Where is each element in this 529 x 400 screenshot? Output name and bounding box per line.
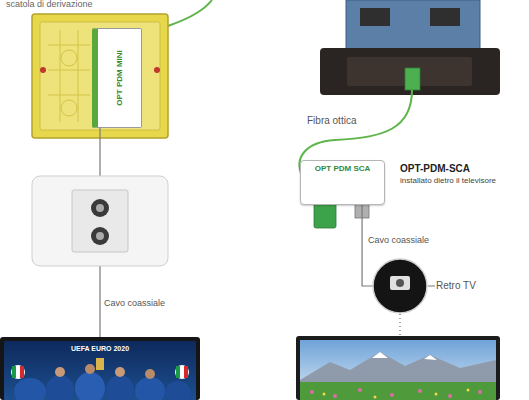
flower [418, 389, 422, 393]
coax-socket [91, 227, 109, 245]
snow-cap [424, 355, 437, 360]
snow-cap [372, 352, 388, 358]
callout-label: Retro TV [436, 280, 476, 291]
knockout-grid [48, 30, 90, 122]
box-terminal [360, 8, 390, 26]
knockout-circle [61, 100, 77, 116]
meadow [300, 382, 496, 400]
flowers [310, 388, 482, 398]
edge-label: Cavo coassiale [104, 299, 165, 309]
head [85, 364, 95, 374]
circle-outline [372, 258, 428, 314]
flower [358, 388, 362, 392]
flower [374, 396, 377, 399]
flag-badge [11, 365, 25, 379]
player [46, 375, 74, 400]
player [135, 377, 165, 400]
socket-module [72, 190, 128, 252]
grid-line [48, 95, 90, 96]
box-terminal [430, 8, 460, 26]
flower [333, 394, 337, 398]
flower [435, 393, 438, 396]
fiber-socket [405, 68, 420, 90]
callout-circle: Retro TV [372, 258, 428, 314]
converter-device: OPT PDM SCA [300, 160, 385, 205]
dotted-line [399, 314, 400, 336]
player [14, 378, 46, 400]
mountains [300, 352, 496, 385]
flower [448, 394, 452, 398]
cable-label: Fibra ottica [307, 115, 356, 126]
cable-connector [362, 205, 373, 286]
flag-stripe [176, 366, 180, 378]
grid-line [60, 30, 61, 122]
flag-badge [175, 365, 189, 379]
player [106, 375, 134, 400]
device-label: OPT PDM MINI [115, 50, 124, 106]
product-note: installato dietro il televisore [400, 177, 496, 186]
device-label: OPT PDM SCA [315, 165, 371, 174]
coax-pin [96, 232, 104, 240]
junction-box-inner [40, 22, 160, 130]
junction-box [32, 14, 168, 138]
coax-socket [91, 199, 109, 217]
product-code: OPT-PDM-SCA [400, 163, 470, 174]
knockout-circle [61, 50, 77, 66]
coax-pin [96, 204, 104, 212]
grid-line [78, 30, 79, 122]
television: UEFA EURO 2020 [0, 337, 200, 400]
grid-line [48, 70, 90, 71]
player [165, 381, 191, 400]
flower [390, 393, 394, 397]
flush-box [346, 0, 480, 54]
screw [40, 67, 46, 73]
crowd-picture [11, 358, 191, 400]
flower [467, 389, 470, 392]
trophy [96, 358, 104, 370]
tv-frame [296, 336, 500, 400]
flag-stripe [20, 366, 24, 378]
player [75, 372, 105, 400]
flag-stripe [184, 366, 188, 378]
edge-label: Cavo coassiale [368, 236, 429, 246]
flower [323, 393, 326, 396]
grid-line [48, 45, 90, 46]
cover-frame [320, 48, 500, 95]
callout-circle-shape [373, 259, 427, 313]
box-label: scatola di derivazione [6, 0, 93, 10]
screw [154, 67, 160, 73]
splitter-device: OPT PDM MINI [92, 28, 142, 128]
tv-screen [300, 340, 496, 400]
flower [310, 390, 314, 394]
leader-line [428, 286, 435, 287]
head [115, 367, 125, 377]
head [145, 369, 155, 379]
wall-plate [32, 176, 168, 266]
flag-stripe [12, 366, 16, 378]
cable-connector [99, 128, 100, 337]
screen-text: UEFA EURO 2020 [71, 345, 129, 353]
flower [478, 390, 482, 394]
flowers [323, 389, 470, 399]
head [55, 367, 65, 377]
